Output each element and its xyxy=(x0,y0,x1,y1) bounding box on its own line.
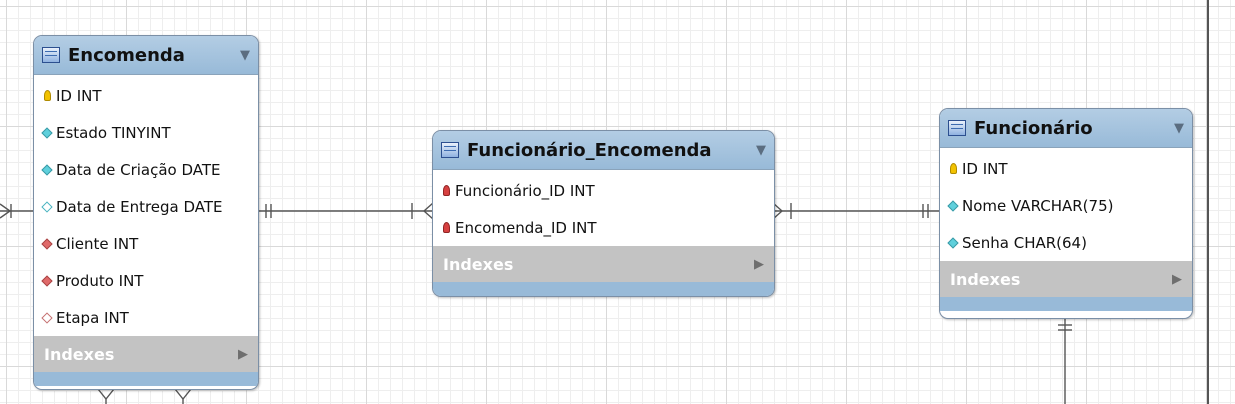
indexes-label: Indexes xyxy=(443,254,514,274)
crows-foot-fe-right xyxy=(772,202,784,220)
table-header[interactable]: Encomenda ▼ xyxy=(34,36,258,75)
column-label: ID INT xyxy=(56,86,102,105)
column-row[interactable]: ID INT xyxy=(940,150,1192,187)
table-header[interactable]: Funcionário ▼ xyxy=(940,109,1192,148)
expand-arrow-icon[interactable]: ▶ xyxy=(238,346,248,362)
foreign-primary-key-icon xyxy=(441,183,451,199)
column-row[interactable]: Data de Entrega DATE xyxy=(34,188,258,225)
crows-foot-bottom-2 xyxy=(174,388,192,401)
table-footer xyxy=(34,372,258,386)
expand-arrow-icon[interactable]: ▶ xyxy=(754,256,764,272)
table-header[interactable]: Funcionário_Encomenda ▼ xyxy=(433,131,774,170)
column-diamond-icon xyxy=(947,235,959,251)
table-footer xyxy=(433,282,774,296)
column-label: Data de Entrega DATE xyxy=(56,197,223,216)
indexes-label: Indexes xyxy=(950,269,1021,289)
primary-key-icon xyxy=(42,88,52,104)
column-row[interactable]: Encomenda_ID INT xyxy=(433,209,774,246)
table-title: Funcionário_Encomenda xyxy=(467,139,712,161)
indexes-section[interactable]: Indexes ▶ xyxy=(940,261,1192,297)
crows-foot-left xyxy=(0,203,12,219)
foreign-key-diamond-icon xyxy=(41,236,53,252)
column-label: ID INT xyxy=(962,159,1008,178)
column-label: Cliente INT xyxy=(56,234,139,253)
crows-foot-bottom-1 xyxy=(97,388,115,401)
column-label: Encomenda_ID INT xyxy=(455,218,597,237)
column-row[interactable]: ID INT xyxy=(34,77,258,114)
column-label: Nome VARCHAR(75) xyxy=(962,196,1114,215)
column-diamond-icon xyxy=(41,125,53,141)
column-row[interactable]: Etapa INT xyxy=(34,299,258,336)
table-icon xyxy=(948,120,966,136)
table-funcionario-encomenda[interactable]: Funcionário_Encomenda ▼ Funcionário_ID I… xyxy=(432,130,775,297)
collapse-arrow-icon[interactable]: ▼ xyxy=(756,142,766,158)
column-label: Funcionário_ID INT xyxy=(455,181,595,200)
column-diamond-icon xyxy=(41,162,53,178)
indexes-label: Indexes xyxy=(44,344,115,364)
crows-foot-fe-left xyxy=(422,202,434,220)
column-label: Senha CHAR(64) xyxy=(962,233,1087,252)
column-row[interactable]: Senha CHAR(64) xyxy=(940,224,1192,261)
expand-arrow-icon[interactable]: ▶ xyxy=(1172,271,1182,287)
column-row[interactable]: Funcionário_ID INT xyxy=(433,172,774,209)
foreign-primary-key-icon xyxy=(441,220,451,236)
page-boundary-line xyxy=(1207,0,1209,404)
indexes-section[interactable]: Indexes ▶ xyxy=(34,336,258,372)
table-footer xyxy=(940,297,1192,311)
column-row[interactable]: Nome VARCHAR(75) xyxy=(940,187,1192,224)
indexes-section[interactable]: Indexes ▶ xyxy=(433,246,774,282)
table-icon xyxy=(42,47,60,63)
column-label: Data de Criação DATE xyxy=(56,160,221,179)
column-row[interactable]: Cliente INT xyxy=(34,225,258,262)
collapse-arrow-icon[interactable]: ▼ xyxy=(240,47,250,63)
table-title: Encomenda xyxy=(68,44,185,66)
column-label: Estado TINYINT xyxy=(56,123,171,142)
nullable-column-icon xyxy=(41,199,53,215)
nullable-foreign-key-icon xyxy=(41,310,53,326)
primary-key-icon xyxy=(948,161,958,177)
table-encomenda[interactable]: Encomenda ▼ ID INT Estado TINYINT Data d… xyxy=(33,35,259,390)
table-icon xyxy=(441,142,459,158)
column-label: Etapa INT xyxy=(56,308,129,327)
foreign-key-diamond-icon xyxy=(41,273,53,289)
column-row[interactable]: Data de Criação DATE xyxy=(34,151,258,188)
column-row[interactable]: Estado TINYINT xyxy=(34,114,258,151)
table-funcionario[interactable]: Funcionário ▼ ID INT Nome VARCHAR(75) Se… xyxy=(939,108,1193,319)
column-diamond-icon xyxy=(947,198,959,214)
column-label: Produto INT xyxy=(56,271,144,290)
table-title: Funcionário xyxy=(974,117,1093,139)
collapse-arrow-icon[interactable]: ▼ xyxy=(1174,120,1184,136)
column-row[interactable]: Produto INT xyxy=(34,262,258,299)
